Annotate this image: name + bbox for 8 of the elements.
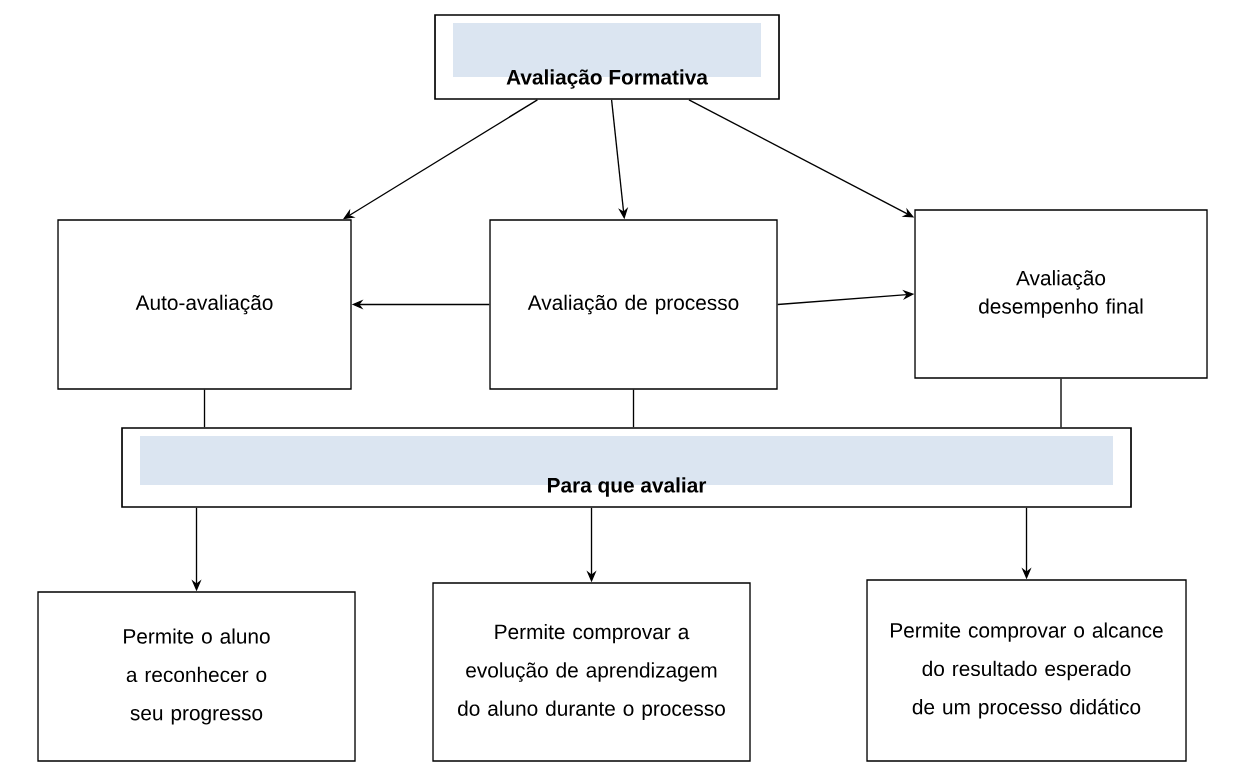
process-box: Avaliação desempenho final [914,209,1208,379]
heading-box: Para que avaliar [121,427,1132,508]
process-box: Permite comprovar a evolução de aprendizagem do aluno durante o processo [432,582,751,762]
process-box: Avaliação de processo [489,219,778,390]
heading-box: Avaliação Formativa [434,14,780,100]
process-box: Auto-avaliação [57,219,352,390]
process-box: Permite o aluno a reconhecer o seu progresso [37,591,356,762]
process-box: Permite comprovar o alcance do resultado esperado de um processo didático [866,579,1187,762]
